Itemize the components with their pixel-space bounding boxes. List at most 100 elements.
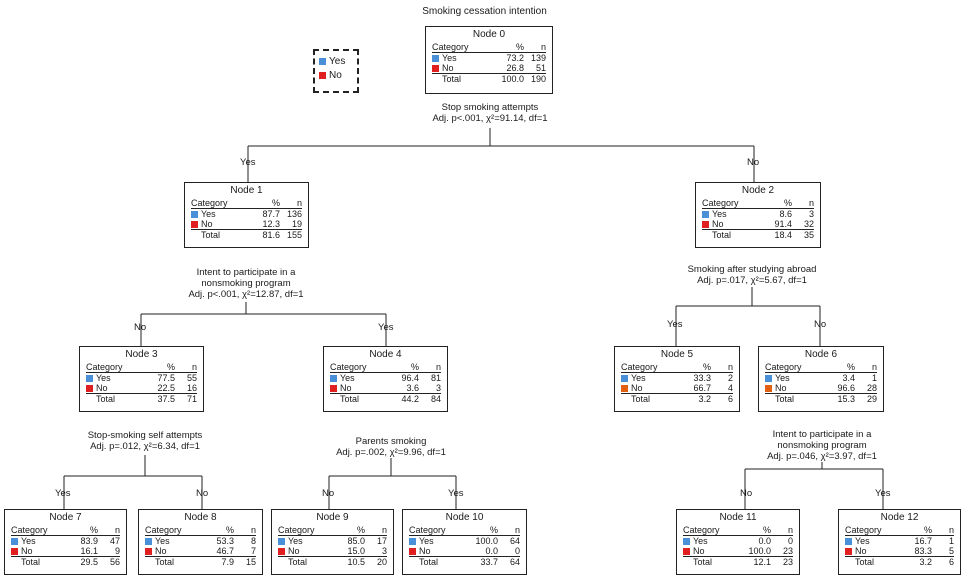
row-label: Yes: [155, 536, 170, 546]
header-percent: %: [64, 525, 98, 536]
no-count: 5: [948, 546, 954, 556]
legend-no: No: [319, 70, 353, 81]
legend: Yes No: [313, 49, 359, 93]
no-count: 3: [435, 383, 441, 393]
row-no: No 83.3 5: [845, 546, 954, 557]
header-category: Category: [86, 362, 141, 373]
header-category: Category: [330, 362, 385, 373]
header-category: Category: [683, 525, 737, 536]
no-percent: 100.0: [748, 546, 771, 556]
header-percent: %: [677, 362, 711, 373]
yes-count: 1: [871, 373, 877, 383]
row-label: Total: [845, 556, 898, 567]
total-percent: 12.1: [737, 556, 771, 567]
row-label: Yes: [442, 53, 457, 63]
yes-swatch-icon: [432, 55, 439, 62]
no-percent: 96.6: [837, 383, 855, 393]
yes-percent: 0.0: [758, 536, 771, 546]
node-title: Node 7: [49, 512, 82, 523]
total-percent: 3.2: [898, 556, 932, 567]
branch-label-yes: Yes: [240, 157, 256, 168]
no-swatch-icon: [621, 385, 628, 392]
tree-title: Smoking cessation intention: [422, 6, 547, 17]
total-percent: 33.7: [464, 556, 498, 567]
yes-count: 81: [430, 373, 441, 383]
branch-label-yes: Yes: [667, 319, 683, 330]
header-percent: %: [200, 525, 234, 536]
row-label: Total: [765, 393, 821, 404]
no-percent: 46.7: [216, 546, 234, 556]
row-label: No: [21, 546, 33, 556]
total-count: 15: [234, 556, 256, 567]
row-label: Yes: [631, 373, 646, 383]
no-count: 51: [535, 63, 546, 73]
row-no: No 96.6 28: [765, 383, 877, 394]
no-count: 32: [803, 219, 814, 229]
row-label: Yes: [855, 536, 870, 546]
no-count: 23: [782, 546, 793, 556]
yes-swatch-icon: [845, 538, 852, 545]
header-n: n: [771, 525, 793, 536]
no-swatch-icon: [191, 221, 198, 228]
no-swatch-icon: [765, 385, 772, 392]
no-percent: 83.3: [914, 546, 932, 556]
header-n: n: [524, 42, 546, 53]
branch-label-no: No: [740, 488, 753, 499]
no-count: 3: [381, 546, 387, 556]
node-title: Node 11: [719, 512, 757, 523]
yes-count: 55: [186, 373, 197, 383]
total-percent: 81.6: [246, 229, 280, 240]
header-percent: %: [246, 198, 280, 209]
no-count: 16: [186, 383, 197, 393]
total-percent: 100.0: [490, 73, 524, 84]
header-n: n: [234, 525, 256, 536]
yes-count: 0: [787, 536, 793, 546]
header-category: Category: [432, 42, 490, 53]
header-percent: %: [331, 525, 365, 536]
no-count: 28: [866, 383, 877, 393]
row-label: No: [855, 546, 867, 556]
split-label-node0: Stop smoking attempts Adj. p<.001, χ²=91…: [432, 102, 548, 124]
row-label: No: [775, 383, 787, 393]
no-percent: 12.3: [262, 219, 280, 229]
no-count: 19: [291, 219, 302, 229]
split-label-node1: Intent to participate in a nonsmoking pr…: [188, 267, 304, 300]
row-label: Total: [191, 229, 246, 240]
row-label: No: [155, 546, 167, 556]
header-percent: %: [464, 525, 498, 536]
header-category: Category: [145, 525, 200, 536]
row-label: Total: [145, 556, 200, 567]
no-swatch-icon: [319, 72, 326, 79]
header-n: n: [855, 362, 877, 373]
no-count: 9: [114, 546, 120, 556]
yes-percent: 87.7: [262, 209, 280, 219]
yes-percent: 77.5: [157, 373, 175, 383]
row-label: Total: [86, 393, 141, 404]
yes-percent: 16.7: [914, 536, 932, 546]
total-percent: 7.9: [200, 556, 234, 567]
total-count: 64: [498, 556, 520, 567]
node-title: Node 8: [184, 512, 217, 523]
header-percent: %: [758, 198, 792, 209]
yes-swatch-icon: [145, 538, 152, 545]
